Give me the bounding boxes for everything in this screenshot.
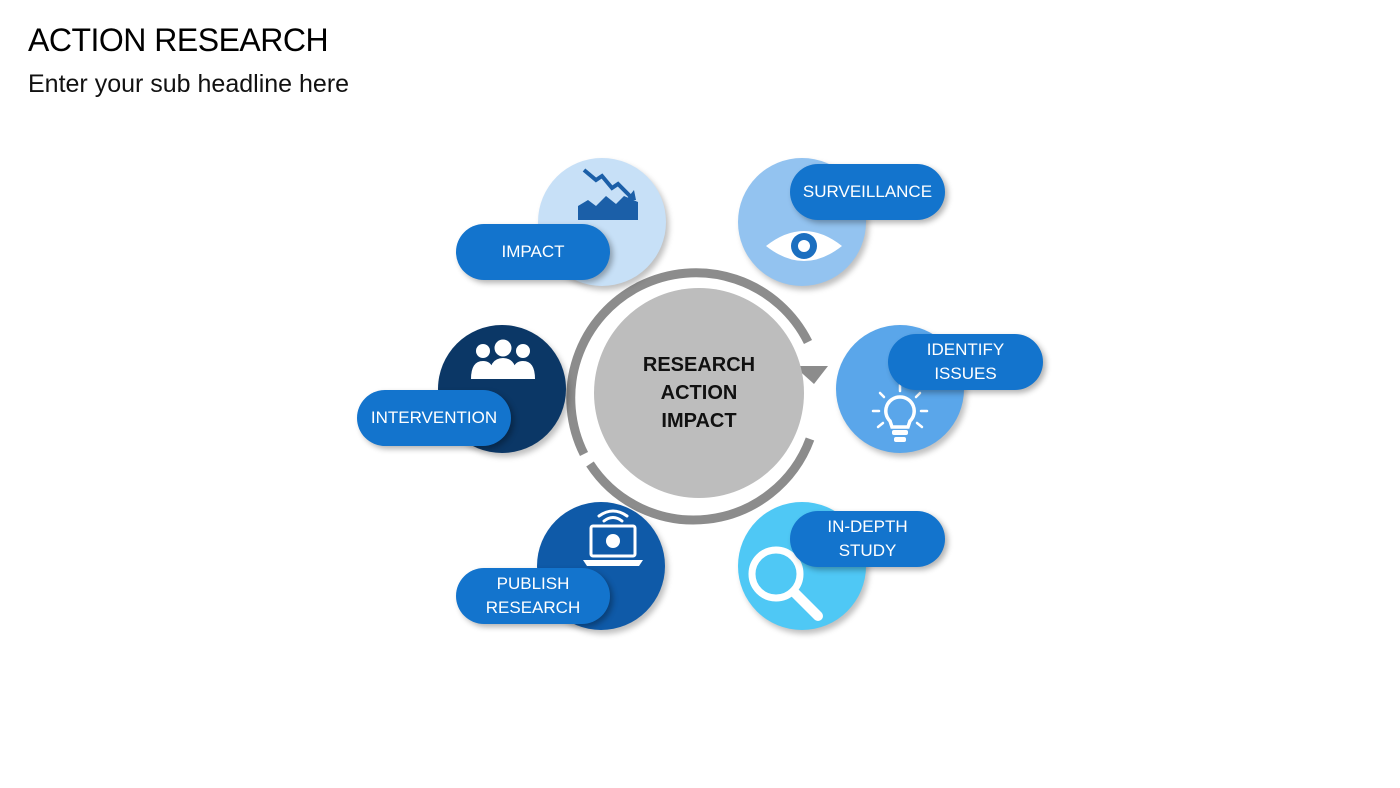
slide-title: ACTION RESEARCH bbox=[28, 22, 329, 58]
eye-icon bbox=[766, 231, 842, 261]
lightbulb-icon bbox=[871, 383, 929, 442]
step-pill-impact: IMPACT bbox=[456, 224, 610, 280]
step-pill-publish-research: PUBLISH RESEARCH bbox=[456, 568, 610, 624]
laptop-wifi-icon bbox=[583, 509, 643, 566]
step-pill-surveillance: SURVEILLANCE bbox=[790, 164, 945, 220]
declining-chart-icon bbox=[578, 168, 638, 220]
step-pill-intervention: INTERVENTION bbox=[357, 390, 511, 446]
step-pill-in-depth-study: IN-DEPTH STUDY bbox=[790, 511, 945, 567]
cycle-ring bbox=[566, 268, 828, 525]
slide-subtitle: Enter your sub headline here bbox=[28, 70, 350, 98]
cycle-arrowhead-icon bbox=[794, 366, 828, 384]
people-group-icon bbox=[471, 339, 535, 379]
magnifier-icon bbox=[748, 546, 823, 621]
cycle-arc-lower bbox=[586, 437, 815, 525]
step-pill-identify-issues: IDENTIFY ISSUES bbox=[888, 334, 1043, 390]
center-hub: RESEARCH ACTION IMPACT bbox=[594, 288, 804, 498]
cycle-arc-upper bbox=[566, 268, 813, 457]
